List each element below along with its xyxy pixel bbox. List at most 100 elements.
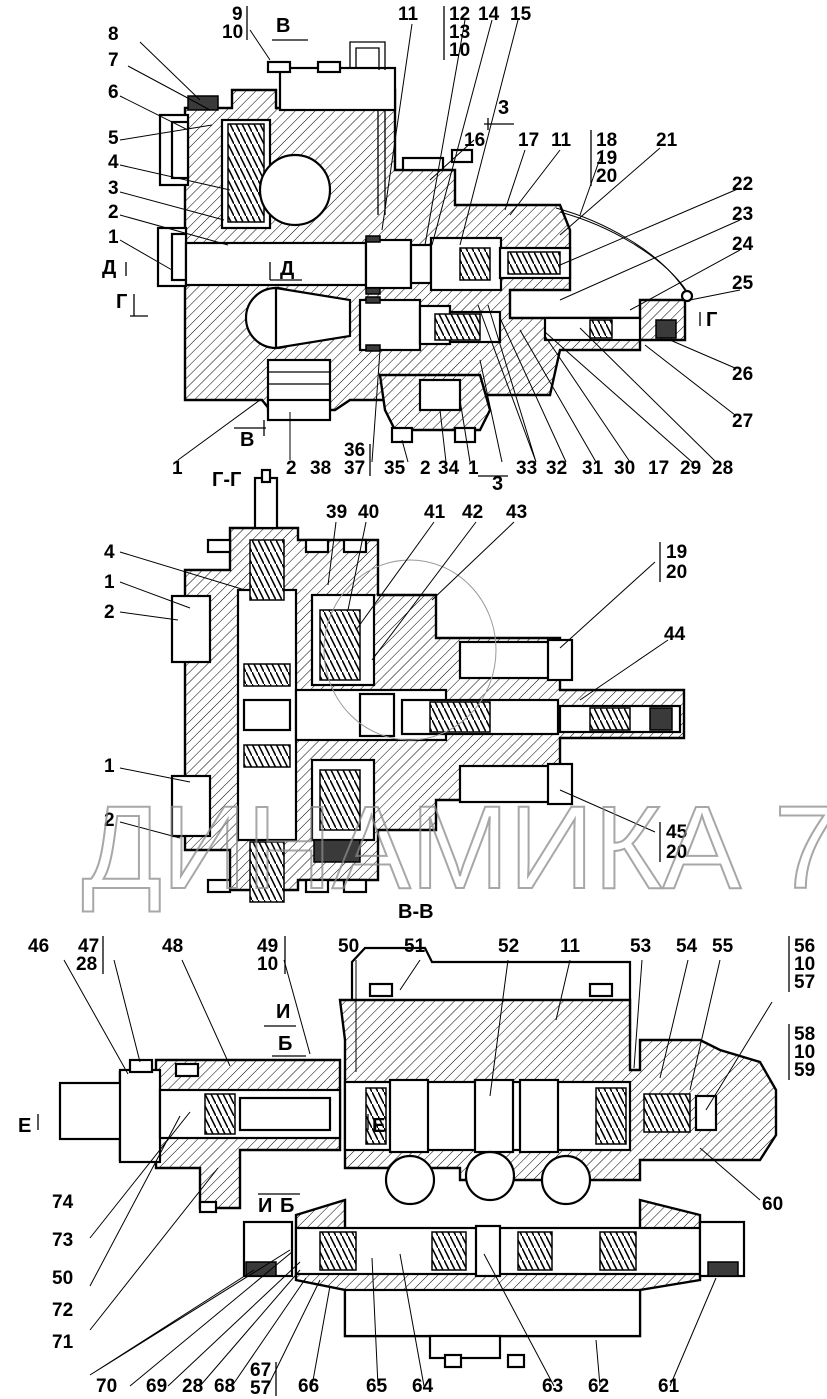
callout-1-gg-low: 1 — [104, 756, 115, 777]
callout-15: 15 — [510, 4, 532, 25]
callout-40: 40 — [358, 502, 379, 523]
section-mark-v-bottom: В — [240, 429, 254, 451]
callout-71: 71 — [52, 1332, 74, 1353]
main-spool-bore — [184, 241, 368, 287]
callout-2-mid: 2 — [420, 458, 431, 479]
callout-54: 54 — [676, 936, 698, 957]
callout-62: 62 — [588, 1376, 609, 1397]
section-mark-v: В — [276, 15, 290, 37]
callout-63: 63 — [542, 1376, 563, 1397]
callout-69: 69 — [146, 1376, 167, 1397]
callout-42: 42 — [462, 502, 483, 523]
callout-47: 47 — [78, 936, 99, 957]
callout-23: 23 — [732, 204, 753, 225]
callout-13: 13 — [449, 22, 470, 43]
callout-58: 58 — [794, 1024, 815, 1045]
callout-10-vv-right2: 10 — [794, 1042, 815, 1063]
callout-10-vv: 10 — [257, 954, 278, 975]
top-view-leaders — [119, 19, 741, 463]
callout-39: 39 — [326, 502, 347, 523]
callout-2-gg-low: 2 — [104, 810, 115, 831]
section-mark-e-mid: Е — [372, 1115, 385, 1137]
callout-27: 27 — [732, 411, 753, 432]
watermark: ДИНАМИКА 76 — [82, 782, 827, 914]
callout-30: 30 — [614, 458, 635, 479]
callout-6: 6 — [108, 82, 119, 103]
callout-4-gg: 4 — [104, 542, 115, 563]
callout-3: 3 — [108, 178, 119, 199]
callout-51: 51 — [404, 936, 426, 957]
vv-view-callouts: 46 47 28 48 49 10 50 51 52 11 53 54 55 5… — [18, 936, 815, 1399]
section-mark-i-bottom: И — [258, 1195, 272, 1217]
vv-view-leaders — [63, 959, 773, 1387]
section-mark-e-left: Е — [18, 1115, 31, 1137]
callout-19: 19 — [596, 148, 617, 169]
callout-73: 73 — [52, 1230, 73, 1251]
section-title-vv: В-В — [398, 901, 434, 923]
callout-25: 25 — [732, 273, 754, 294]
callout-38: 38 — [310, 458, 331, 479]
callout-28-vv: 28 — [76, 954, 97, 975]
callout-50: 50 — [338, 936, 359, 957]
callout-37: 37 — [344, 458, 365, 479]
callout-8: 8 — [108, 24, 119, 45]
callout-57-vv: 57 — [250, 1378, 271, 1399]
callout-1: 1 — [108, 227, 119, 248]
callout-18: 18 — [596, 130, 617, 151]
callout-16: 16 — [464, 130, 485, 151]
callout-4: 4 — [108, 152, 119, 173]
top-cover — [278, 66, 397, 112]
callout-59: 59 — [794, 1060, 815, 1081]
callout-2-bottom: 2 — [286, 458, 297, 479]
callout-60: 60 — [762, 1194, 783, 1215]
callout-52: 52 — [498, 936, 519, 957]
callout-31: 31 — [582, 458, 604, 479]
callout-20-gg-low: 20 — [666, 842, 687, 863]
section-mark-b-bottom: Б — [280, 1195, 294, 1217]
callout-21: 21 — [656, 130, 678, 151]
callout-56: 56 — [794, 936, 815, 957]
callout-1-mid: 1 — [468, 458, 479, 479]
callout-45: 45 — [666, 822, 688, 843]
section-mark-3-bottom: 3 — [492, 473, 503, 495]
callout-29: 29 — [680, 458, 701, 479]
callout-70: 70 — [96, 1376, 117, 1397]
callout-61: 61 — [658, 1376, 680, 1397]
callout-1-bottom: 1 — [172, 458, 183, 479]
callout-17-bottom: 17 — [648, 458, 669, 479]
callout-35: 35 — [384, 458, 406, 479]
callout-48: 48 — [162, 936, 183, 957]
section-mark-i-top: И — [276, 1001, 290, 1023]
gg-view-callouts: 39 40 41 42 43 4 1 2 19 20 44 1 2 45 20 — [104, 502, 688, 863]
callout-44: 44 — [664, 624, 686, 645]
callout-65: 65 — [366, 1376, 388, 1397]
callout-24: 24 — [732, 234, 754, 255]
callout-32: 32 — [546, 458, 567, 479]
section-mark-3-top: 3 — [498, 97, 509, 119]
callout-10-vv-right: 10 — [794, 954, 815, 975]
section-mark-g-right: Г — [706, 309, 717, 331]
callout-43: 43 — [506, 502, 527, 523]
callout-66: 66 — [298, 1376, 319, 1397]
callout-57: 57 — [794, 972, 815, 993]
callout-5: 5 — [108, 128, 119, 149]
callout-68: 68 — [214, 1376, 235, 1397]
callout-46: 46 — [28, 936, 49, 957]
callout-1-gg: 1 — [104, 572, 115, 593]
callout-50-vv: 50 — [52, 1268, 73, 1289]
section-mark-g-left: Г — [116, 291, 127, 313]
callout-11b: 11 — [551, 130, 572, 151]
callout-41: 41 — [424, 502, 446, 523]
callout-67: 67 — [250, 1360, 271, 1381]
callout-2-gg: 2 — [104, 602, 115, 623]
callout-10b: 10 — [449, 40, 470, 61]
callout-64: 64 — [412, 1376, 434, 1397]
section-mark-d-right: Д — [280, 258, 294, 280]
top-view — [156, 41, 694, 444]
callout-14: 14 — [478, 4, 500, 25]
callout-36: 36 — [344, 440, 365, 461]
callout-10: 10 — [222, 22, 243, 43]
callout-12: 12 — [449, 4, 470, 25]
callout-11-vv: 11 — [560, 936, 581, 957]
